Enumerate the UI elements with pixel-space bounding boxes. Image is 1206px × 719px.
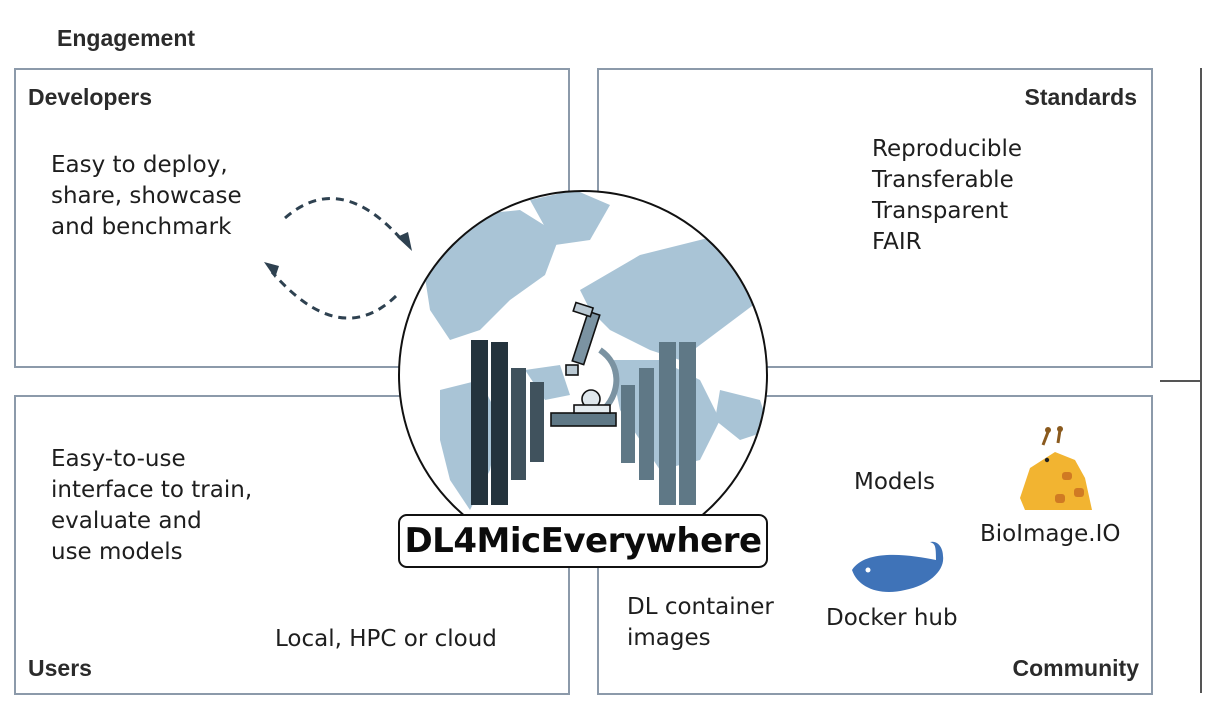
standards-item: Reproducible — [872, 136, 1023, 162]
developers-line: Easy to deploy, — [51, 152, 228, 178]
center-title-box: DL4MicEverywhere — [398, 514, 768, 568]
community-label: Community — [1012, 655, 1140, 681]
standards-item: FAIR — [872, 229, 922, 255]
developers-description: Easy to deploy, share, showcase and benc… — [51, 150, 242, 243]
developers-label: Developers — [28, 84, 153, 110]
docker-whale-icon — [852, 541, 944, 592]
cycle-arrows-icon — [264, 197, 412, 320]
globe-icon — [398, 190, 768, 560]
container-images-text: DL container images — [627, 592, 774, 654]
users-label: Users — [28, 655, 92, 681]
center-title: DL4MicEverywhere — [404, 521, 762, 561]
standards-label: Standards — [1024, 84, 1137, 110]
deployment-text: Local, HPC or cloud — [275, 626, 497, 652]
tower-bars-icon — [471, 340, 696, 505]
standards-item: Transferable — [872, 167, 1014, 193]
container-line: images — [627, 625, 711, 651]
users-line: evaluate and — [51, 508, 202, 534]
standards-item: Transparent — [872, 198, 1009, 224]
developers-line: and benchmark — [51, 214, 232, 240]
users-line: Easy-to-use — [51, 446, 186, 472]
engagement-title: Engagement — [57, 25, 196, 51]
developers-line: share, showcase — [51, 183, 242, 209]
container-line: DL container — [627, 594, 774, 620]
bioimage-label: BioImage.IO — [980, 521, 1121, 547]
giraffe-icon — [1020, 426, 1092, 510]
models-label: Models — [854, 469, 936, 495]
right-bracket-tick — [1160, 380, 1202, 382]
standards-list: Reproducible Transferable Transparent FA… — [872, 134, 1022, 258]
microscope-icon — [550, 301, 620, 427]
docker-hub-label: Docker hub — [826, 605, 958, 631]
users-line: use models — [51, 539, 183, 565]
users-description: Easy-to-use interface to train, evaluate… — [51, 444, 252, 568]
users-line: interface to train, — [51, 477, 253, 503]
